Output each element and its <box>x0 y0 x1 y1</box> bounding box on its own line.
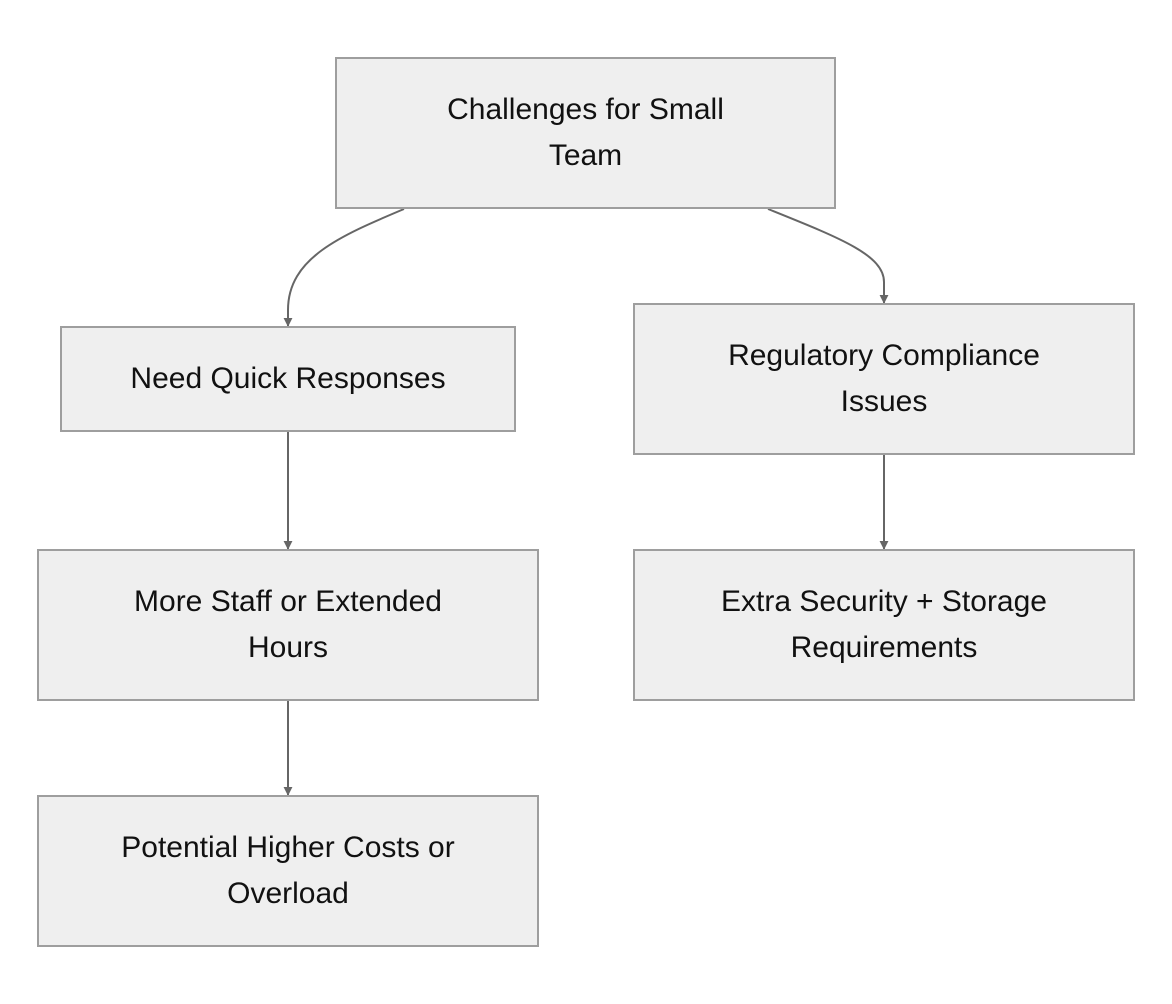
node-more-staff-or-extended-hours: More Staff or Extended Hours <box>37 549 539 701</box>
node-extra-security-storage-requirements: Extra Security + Storage Requirements <box>633 549 1135 701</box>
node-label: Challenges for Small Team <box>447 93 724 172</box>
node-label: Regulatory Compliance Issues <box>728 339 1040 418</box>
node-challenges-for-small-team: Challenges for Small Team <box>335 57 836 209</box>
edge-root-to-quick <box>283 208 405 327</box>
edge-root-to-reg <box>767 208 889 304</box>
node-potential-higher-costs-or-overload: Potential Higher Costs or Overload <box>37 795 539 947</box>
node-label: Potential Higher Costs or Overload <box>121 831 455 910</box>
node-label: Extra Security + Storage Requirements <box>721 585 1047 664</box>
node-label: Need Quick Responses <box>130 362 446 395</box>
node-regulatory-compliance-issues: Regulatory Compliance Issues <box>633 303 1135 455</box>
node-need-quick-responses: Need Quick Responses <box>60 326 516 432</box>
node-label: More Staff or Extended Hours <box>134 585 442 664</box>
